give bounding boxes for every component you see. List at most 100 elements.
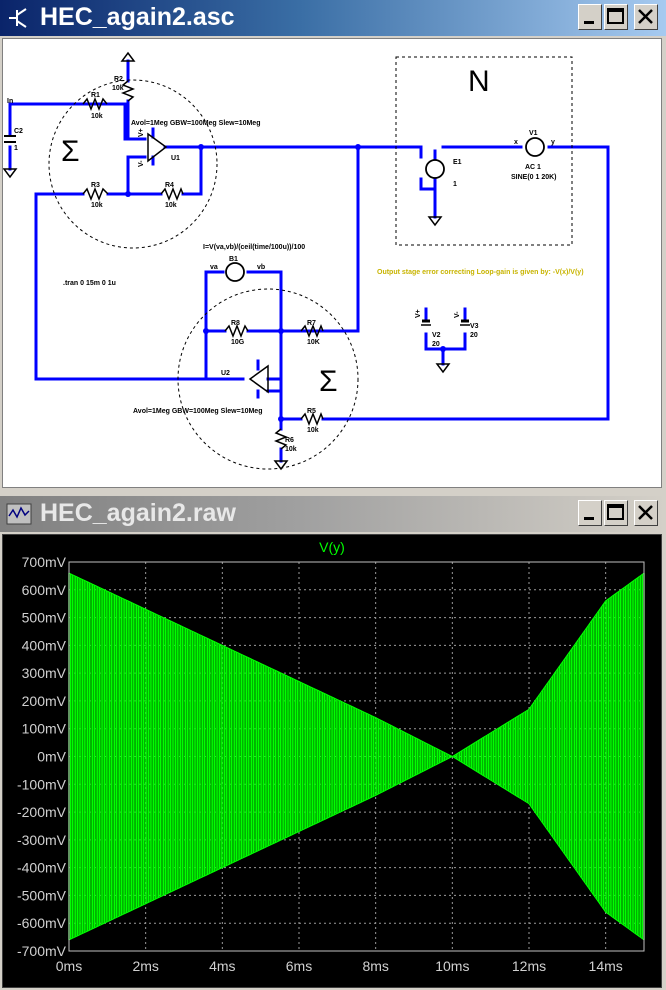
r1-value: 10k	[91, 113, 103, 120]
y-tick-label: 500mV	[22, 610, 67, 626]
node-vb-label: vb	[257, 264, 265, 271]
r8-value: 10G	[231, 339, 245, 346]
e1-value: 1	[453, 181, 457, 188]
y-tick-label: 600mV	[22, 582, 67, 598]
v2-label: V2	[432, 332, 441, 339]
r3-value: 10k	[91, 202, 103, 209]
close-button[interactable]	[634, 500, 658, 526]
node-x-label: x	[514, 139, 518, 146]
node-y-label: y	[551, 139, 555, 146]
v1-label: V1	[529, 130, 538, 137]
r4-symbol	[160, 186, 184, 202]
r3-symbol	[82, 186, 109, 202]
u1-vminus: V-	[138, 160, 145, 167]
y-tick-label: -600mV	[17, 915, 67, 931]
close-icon	[638, 9, 653, 24]
y-axis-ticks: 700mV600mV500mV400mV300mV200mV100mV0mV-1…	[17, 554, 67, 959]
minimize-button[interactable]	[578, 4, 602, 30]
summing-circle-2	[177, 288, 359, 470]
v3-label: V3	[470, 323, 479, 330]
v3-value: 20	[470, 332, 478, 339]
trace-vy	[68, 572, 645, 941]
r6-symbol	[273, 428, 289, 450]
u2-params: Avol=1Meg GBW=100Meg Slew=10Meg	[133, 408, 262, 415]
n-box	[395, 56, 573, 246]
r2-label: R2	[114, 76, 123, 83]
schematic-window-title: HEC_again2.asc	[40, 3, 235, 31]
r1-label: R1	[91, 92, 100, 99]
v2-value: 20	[432, 341, 440, 348]
minimize-button[interactable]	[578, 500, 602, 526]
x-tick-label: 10ms	[435, 958, 469, 974]
schematic-app-icon	[9, 8, 27, 28]
sigma-symbol-1: Σ	[61, 135, 80, 168]
x-tick-label: 12ms	[512, 958, 546, 974]
plot-frame	[68, 561, 645, 952]
in-label: In	[7, 98, 13, 105]
b1-symbol	[225, 262, 245, 282]
trace-vy-envelope-lower	[68, 755, 645, 941]
v2-vplus: V+	[415, 309, 422, 318]
waveform-titlebar[interactable]: HEC_again2.raw	[0, 496, 666, 532]
r2-value: 10k	[112, 85, 124, 92]
y-tick-label: 100mV	[22, 721, 67, 737]
y-tick-label: 400mV	[22, 637, 67, 653]
minimize-icon	[584, 21, 594, 24]
trace-vy-envelope-upper	[68, 572, 645, 758]
waveform-plot[interactable]: V(y) 700mV600mV500mV400mV300mV200mV100mV…	[3, 535, 661, 987]
y-tick-label: 200mV	[22, 693, 67, 709]
r3-label: R3	[91, 182, 100, 189]
maximize-icon	[607, 504, 624, 520]
y-tick-label: -700mV	[17, 943, 67, 959]
schematic-titlebar[interactable]: HEC_again2.asc	[0, 0, 666, 36]
n-box-label: N	[468, 65, 490, 98]
r5-value: 10k	[307, 427, 319, 434]
v1-sine: SINE(0 1 20K)	[511, 174, 557, 181]
maximize-button[interactable]	[604, 500, 628, 526]
u2-label: U2	[221, 370, 230, 377]
schematic-canvas[interactable]: In C2 1 R1 10k R2 10k R3 10k R4 10k Avol…	[2, 38, 662, 488]
close-button[interactable]	[634, 4, 658, 30]
v3-vminus: V-	[454, 311, 461, 318]
x-tick-label: 6ms	[286, 958, 312, 974]
y-tick-label: -500mV	[17, 887, 67, 903]
x-tick-label: 8ms	[362, 958, 388, 974]
y-tick-label: -300mV	[17, 832, 67, 848]
b1-expression: I=V(va,vb)/(ceil(time/100u))/100	[203, 244, 305, 251]
u1-params: Avol=1Meg GBW=100Meg Slew=10Meg	[131, 120, 260, 127]
r7-value: 10K	[307, 339, 320, 346]
summing-circle-1	[48, 79, 218, 249]
e1-label: E1	[453, 159, 462, 166]
r7-symbol	[300, 323, 324, 339]
e1-symbol	[425, 159, 445, 179]
maximize-button[interactable]	[604, 4, 628, 30]
u2-symbol	[248, 364, 269, 394]
r7-label: R7	[307, 320, 316, 327]
r5-label: R5	[307, 408, 316, 415]
y-tick-label: 0mV	[37, 749, 66, 765]
c2-value: 1	[14, 145, 18, 152]
y-tick-label: 700mV	[22, 554, 67, 570]
loop-gain-note: Output stage error correcting Loop-gain …	[377, 269, 584, 276]
u1-vplus: V+	[138, 128, 145, 137]
r4-value: 10k	[165, 202, 177, 209]
x-tick-label: 4ms	[209, 958, 235, 974]
y-tick-label: -100mV	[17, 776, 67, 792]
x-tick-label: 0ms	[56, 958, 82, 974]
r2-symbol	[120, 80, 136, 102]
minimize-icon	[584, 517, 594, 520]
x-tick-label: 14ms	[589, 958, 623, 974]
r4-label: R4	[165, 182, 174, 189]
y-tick-label: -200mV	[17, 804, 67, 820]
x-tick-label: 2ms	[132, 958, 158, 974]
sigma-symbol-2: Σ	[319, 365, 338, 398]
waveform-app-icon	[6, 503, 32, 525]
schematic-drawing[interactable]: In C2 1 R1 10k R2 10k R3 10k R4 10k Avol…	[3, 39, 661, 487]
waveform-window: HEC_again2.raw V(y) 700mV 600mV 500mV 400mV…	[0, 496, 666, 990]
close-icon	[638, 505, 653, 520]
trace-label-vy[interactable]: V(y)	[319, 539, 345, 555]
schematic-window: HEC_again2.asc	[0, 0, 666, 492]
b1-label: B1	[229, 256, 238, 263]
maximize-icon	[607, 8, 624, 24]
